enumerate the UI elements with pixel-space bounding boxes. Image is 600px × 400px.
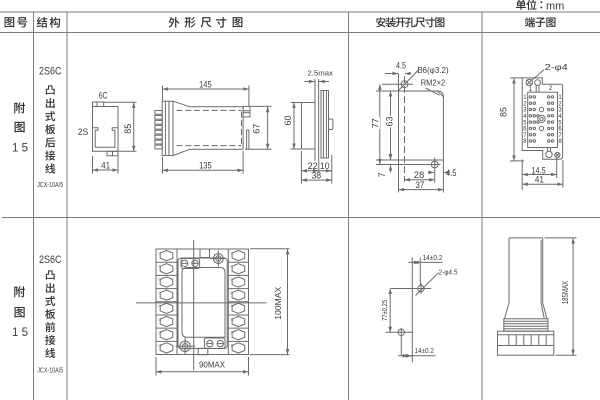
svg-text:6: 6 xyxy=(558,127,562,133)
svg-text:185MAX: 185MAX xyxy=(560,280,570,304)
svg-text:3: 3 xyxy=(558,108,562,114)
svg-text:85: 85 xyxy=(498,107,509,117)
svg-text:77: 77 xyxy=(370,118,381,128)
svg-text:10: 10 xyxy=(320,161,330,171)
svg-text:4: 4 xyxy=(523,114,527,120)
svg-text:B6(φ3.2): B6(φ3.2) xyxy=(417,65,449,75)
svg-text:145: 145 xyxy=(199,80,212,91)
svg-text:28: 28 xyxy=(414,170,425,181)
svg-text:1: 1 xyxy=(529,86,533,93)
svg-text:3: 3 xyxy=(523,108,527,114)
svg-text:100MAX: 100MAX xyxy=(273,286,283,319)
svg-text:3: 3 xyxy=(158,264,160,268)
svg-text:2: 2 xyxy=(558,101,562,107)
svg-text:14.5: 14.5 xyxy=(532,166,546,176)
svg-text:4.5: 4.5 xyxy=(446,168,457,179)
svg-text:37: 37 xyxy=(415,180,424,191)
svg-text:2S6C: 2S6C xyxy=(39,254,62,266)
svg-text:7: 7 xyxy=(558,133,562,139)
svg-text:90MAX: 90MAX xyxy=(199,360,225,370)
svg-text:13: 13 xyxy=(158,330,162,334)
svg-text:8: 8 xyxy=(558,139,562,145)
svg-text:7: 7 xyxy=(523,133,527,139)
svg-text:5: 5 xyxy=(158,278,160,282)
svg-text:135: 135 xyxy=(199,161,212,172)
svg-text:8: 8 xyxy=(523,139,527,145)
svg-text:2: 2 xyxy=(230,251,232,255)
svg-text:41: 41 xyxy=(535,175,544,186)
svg-text:14±0.2: 14±0.2 xyxy=(423,255,443,262)
svg-text:1 5: 1 5 xyxy=(12,325,28,339)
svg-text:11: 11 xyxy=(158,317,162,321)
svg-text:6C: 6C xyxy=(99,90,108,100)
svg-text:12: 12 xyxy=(230,317,234,321)
svg-text:60: 60 xyxy=(283,116,294,126)
svg-text:1: 1 xyxy=(158,251,160,255)
svg-text:67: 67 xyxy=(251,124,262,134)
svg-text:5: 5 xyxy=(558,120,562,126)
svg-text:4: 4 xyxy=(558,114,562,120)
svg-text:10: 10 xyxy=(230,304,234,308)
svg-text:2S6C: 2S6C xyxy=(39,66,62,78)
svg-text:RM2×2: RM2×2 xyxy=(421,77,446,87)
svg-text:2: 2 xyxy=(523,101,527,107)
svg-text:2.5max: 2.5max xyxy=(307,68,333,77)
svg-text:2-φ4: 2-φ4 xyxy=(545,62,568,72)
svg-text:7: 7 xyxy=(158,291,160,295)
svg-text:14: 14 xyxy=(230,330,234,334)
svg-text:4: 4 xyxy=(230,264,232,268)
svg-text:5: 5 xyxy=(523,120,527,126)
svg-text:4.5: 4.5 xyxy=(396,60,406,71)
svg-text:63: 63 xyxy=(384,117,395,127)
svg-text:15: 15 xyxy=(158,344,162,348)
svg-text:77±0.25: 77±0.25 xyxy=(382,300,389,321)
svg-text:85: 85 xyxy=(123,124,134,134)
svg-text:2-φ4.5: 2-φ4.5 xyxy=(439,269,458,276)
svg-text:1 5: 1 5 xyxy=(12,140,28,154)
svg-text:6: 6 xyxy=(230,278,232,282)
svg-text:8: 8 xyxy=(230,291,232,295)
svg-text:JCX-10A/5: JCX-10A/5 xyxy=(37,180,63,189)
svg-text:1: 1 xyxy=(558,95,562,101)
svg-text:41: 41 xyxy=(101,161,110,172)
svg-text:7: 7 xyxy=(377,172,387,177)
svg-text:38: 38 xyxy=(311,171,321,181)
svg-text:2S: 2S xyxy=(78,127,89,138)
svg-text:14±0.2: 14±0.2 xyxy=(414,348,434,355)
svg-text:9: 9 xyxy=(158,304,160,308)
svg-text:16: 16 xyxy=(230,344,234,348)
svg-text:1: 1 xyxy=(523,95,527,101)
svg-text:22: 22 xyxy=(308,161,318,171)
svg-text:mm: mm xyxy=(546,0,564,12)
svg-text:JCX-10A/5: JCX-10A/5 xyxy=(37,365,63,374)
svg-text:2: 2 xyxy=(549,85,553,92)
svg-text:6: 6 xyxy=(523,127,527,133)
